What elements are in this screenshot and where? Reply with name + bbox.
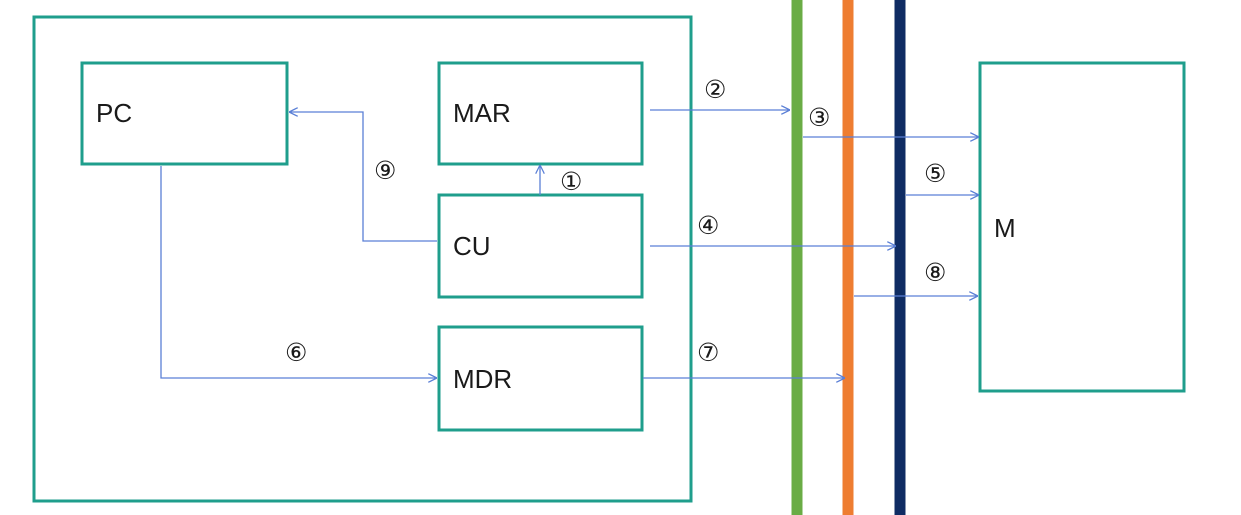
step-1-label: ① [560,167,582,196]
mar-register-label: MAR [453,98,511,128]
arrow-cu-to-pc [289,112,437,242]
mdr-register-box [437,325,644,432]
pc-register-label: PC [96,98,132,128]
step-9-label: ⑨ [374,156,396,185]
arrow-pc-to-mdr [160,166,437,378]
memory-label: M [994,213,1016,243]
mar-register-box [437,61,644,166]
cu-box [437,193,644,299]
step-7-label: ⑦ [697,338,719,367]
step-3-label: ③ [808,103,830,132]
step-8-label: ⑧ [924,258,946,287]
memory-box [978,61,1186,393]
cu-label: CU [453,231,491,261]
step-2-label: ② [704,75,726,104]
step-6-label: ⑥ [285,338,307,367]
step-4-label: ④ [697,211,719,240]
mdr-register-label: MDR [453,364,512,394]
pc-register-box [80,61,289,166]
step-5-label: ⑤ [924,159,946,188]
